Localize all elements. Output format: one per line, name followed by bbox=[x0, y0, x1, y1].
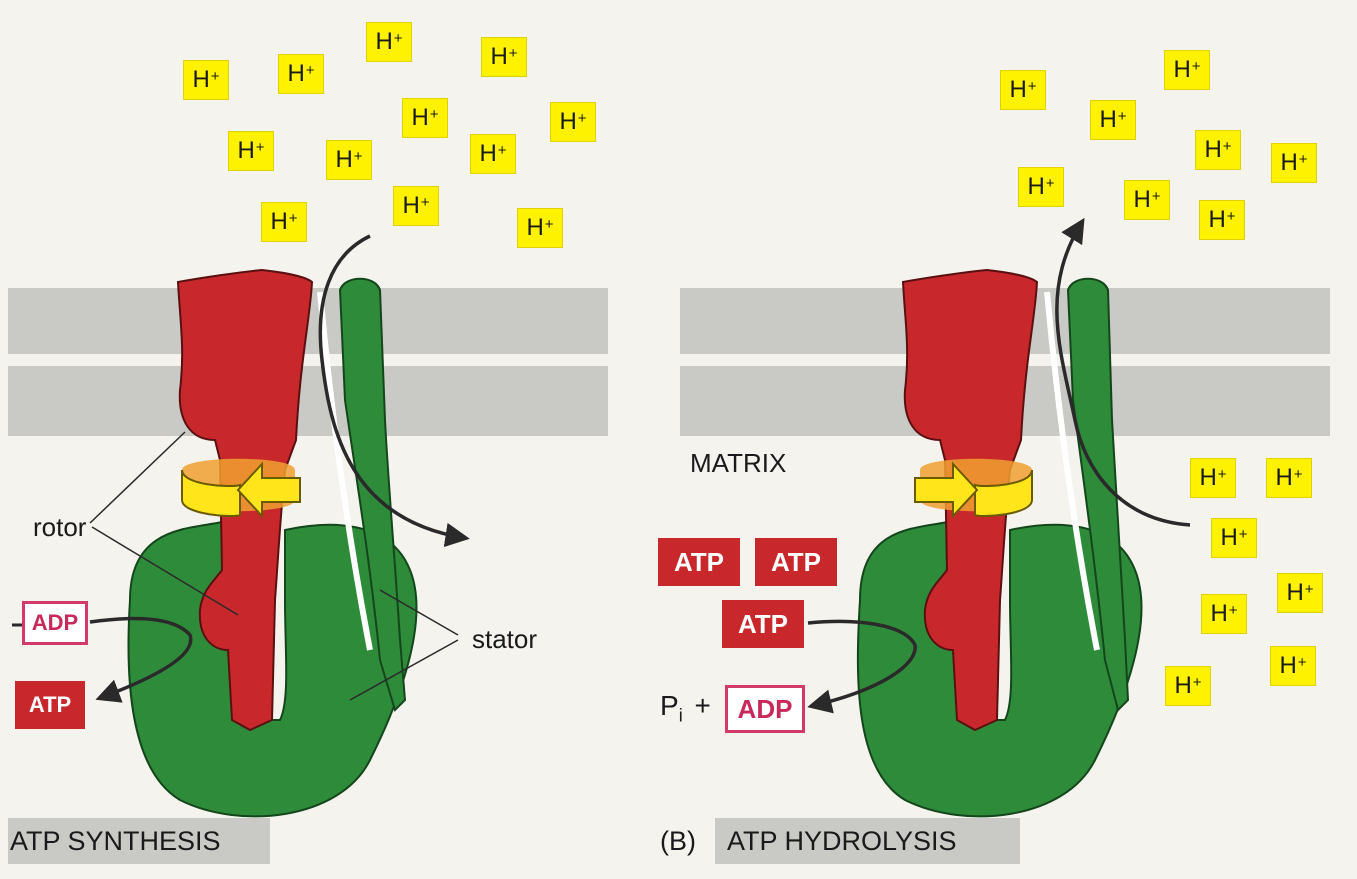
phosphate-symbol: P bbox=[660, 690, 679, 721]
proton-box: H+ bbox=[278, 54, 324, 94]
rotor-label: rotor bbox=[33, 512, 86, 543]
right-caption-prefix: (B) bbox=[660, 826, 696, 857]
left-caption: ATP SYNTHESIS bbox=[10, 826, 221, 857]
proton-box: H+ bbox=[261, 202, 307, 242]
left-atp-box: ATP bbox=[15, 681, 85, 729]
proton-box: H+ bbox=[470, 134, 516, 174]
right-atp-box-3: ATP bbox=[722, 600, 804, 648]
proton-box: H+ bbox=[228, 131, 274, 171]
proton-box: H+ bbox=[1164, 50, 1210, 90]
proton-box: H+ bbox=[1190, 458, 1236, 498]
proton-box: H+ bbox=[1195, 130, 1241, 170]
proton-box: H+ bbox=[481, 37, 527, 77]
proton-box: H+ bbox=[402, 98, 448, 138]
phosphate-subscript: i bbox=[679, 706, 683, 726]
proton-box: H+ bbox=[1270, 646, 1316, 686]
proton-box: H+ bbox=[1201, 594, 1247, 634]
phosphate-label: Pi + bbox=[660, 690, 711, 727]
proton-box: H+ bbox=[393, 186, 439, 226]
stator-label: stator bbox=[472, 624, 537, 655]
proton-box: H+ bbox=[517, 208, 563, 248]
plus-sign: + bbox=[694, 690, 710, 721]
proton-box: H+ bbox=[1018, 167, 1064, 207]
proton-box: H+ bbox=[326, 140, 372, 180]
proton-box: H+ bbox=[550, 102, 596, 142]
proton-box: H+ bbox=[1211, 518, 1257, 558]
proton-box: H+ bbox=[1266, 458, 1312, 498]
proton-box: H+ bbox=[1090, 100, 1136, 140]
proton-box: H+ bbox=[366, 22, 412, 62]
right-adp-box: ADP bbox=[725, 685, 805, 733]
proton-box: H+ bbox=[1199, 200, 1245, 240]
proton-box: H+ bbox=[1000, 70, 1046, 110]
proton-box: H+ bbox=[1124, 180, 1170, 220]
proton-box: H+ bbox=[183, 60, 229, 100]
proton-box: H+ bbox=[1277, 573, 1323, 613]
right-caption: ATP HYDROLYSIS bbox=[727, 826, 957, 857]
proton-box: H+ bbox=[1165, 666, 1211, 706]
right-atp-box-1: ATP bbox=[658, 538, 740, 586]
proton-box: H+ bbox=[1271, 143, 1317, 183]
left-adp-box: ADP bbox=[22, 601, 88, 645]
right-atp-box-2: ATP bbox=[755, 538, 837, 586]
matrix-label: MATRIX bbox=[690, 448, 786, 479]
